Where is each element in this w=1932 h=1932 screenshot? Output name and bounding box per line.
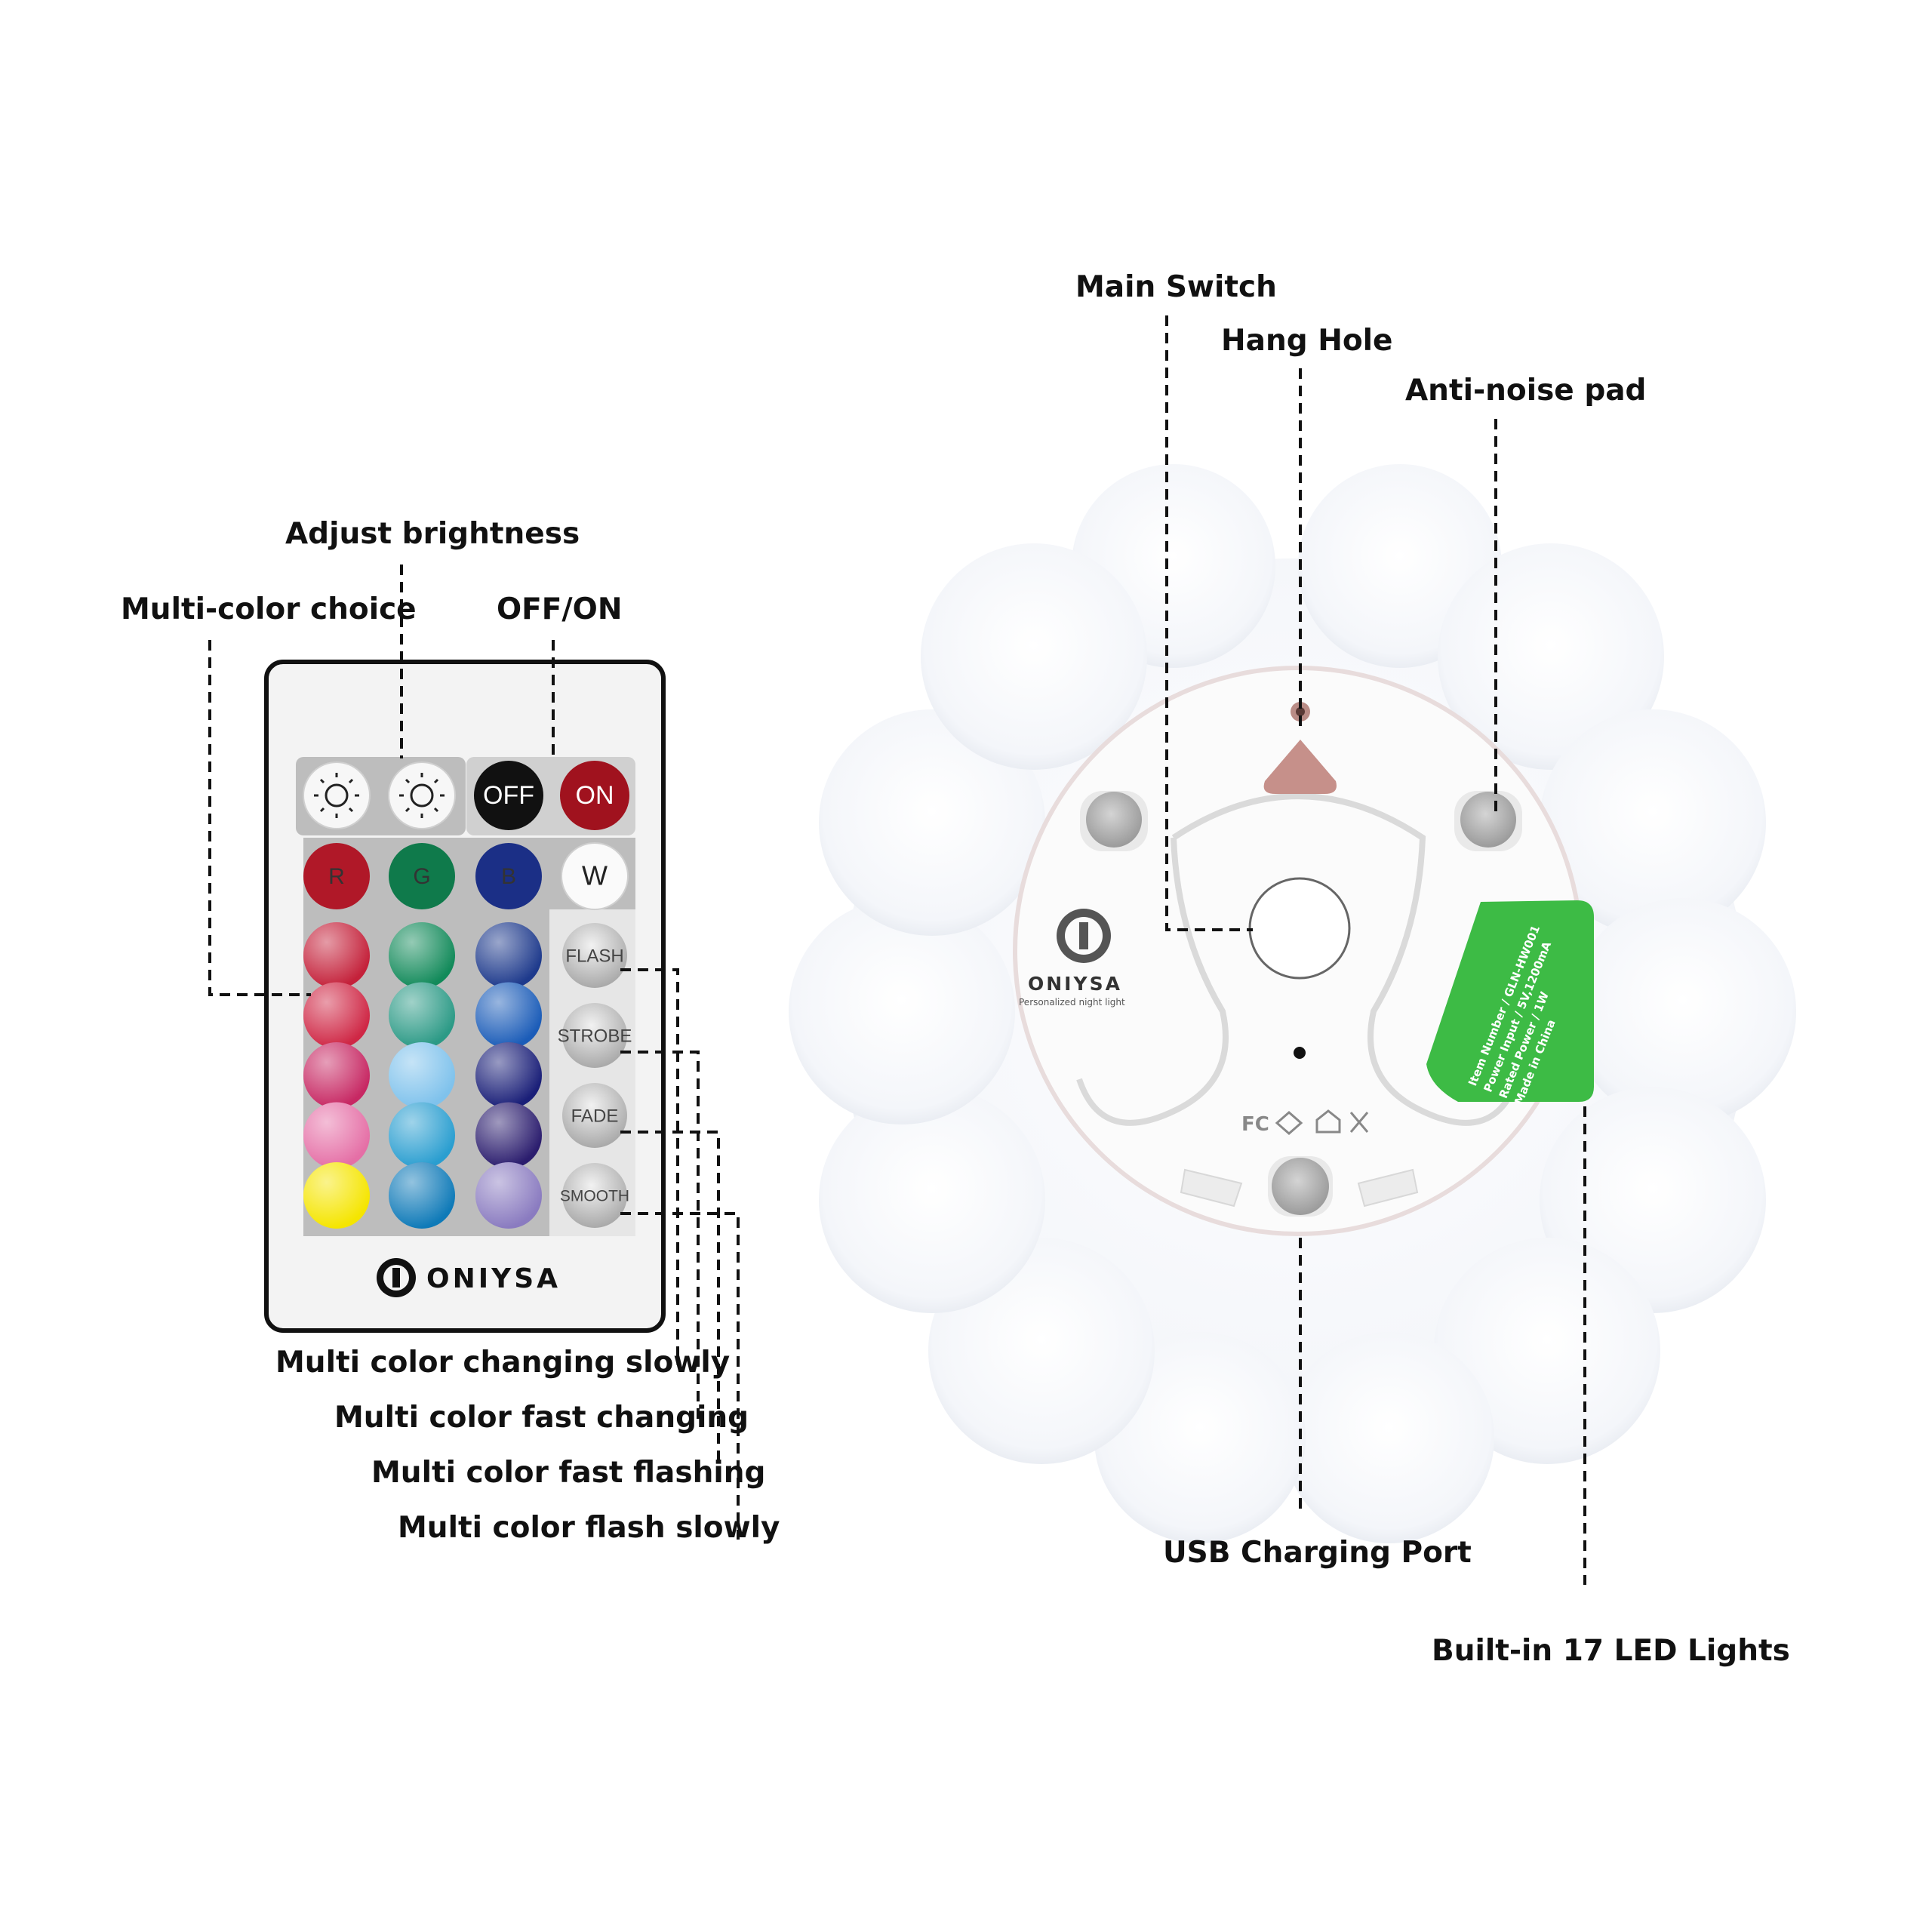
color-button-gloss [475, 1042, 542, 1109]
label-off-on: OFF/ON [497, 592, 622, 626]
svg-text:FC: FC [1241, 1113, 1269, 1136]
main-switch[interactable] [1248, 877, 1351, 980]
color-button-gloss [303, 1042, 370, 1109]
lamp-brand: ONIYSA [1028, 973, 1122, 995]
label-usb-port: USB Charging Port [1163, 1536, 1472, 1570]
on-button[interactable]: ON [560, 761, 629, 830]
green-button-label: G [413, 864, 430, 889]
lamp-leader-lines [1165, 315, 1586, 1585]
red-button-label: R [328, 864, 345, 889]
on-button-label: ON [576, 781, 614, 810]
hang-hole [1263, 702, 1337, 794]
color-button-gloss [389, 1102, 455, 1169]
color-button-gloss [389, 922, 455, 989]
remote-leader-lines [208, 565, 740, 1540]
color-button-gloss [303, 1162, 370, 1229]
smooth-button-label: SMOOTH [560, 1188, 629, 1205]
color-button-gloss [475, 922, 542, 989]
label-anti-noise-pad: Anti-noise pad [1405, 374, 1646, 408]
label-flash-slowly: Multi color flash slowly [398, 1511, 780, 1545]
lamp-logo-icon [1057, 909, 1111, 963]
fade-button-label: FADE [571, 1106, 619, 1126]
color-button-gloss [303, 1102, 370, 1169]
certification-marks: FC [1241, 1109, 1369, 1136]
strobe-button-label: STROBE [558, 1026, 632, 1046]
indicator-light [1294, 1047, 1306, 1059]
remote-logo-icon [377, 1258, 416, 1297]
label-hang-hole: Hang Hole [1221, 324, 1392, 358]
anti-noise-pad-right [1454, 791, 1522, 851]
sun-icon [399, 773, 445, 818]
anti-noise-pad-left [1080, 791, 1148, 851]
smooth-button[interactable]: SMOOTH [560, 1163, 629, 1228]
color-button-grid [303, 922, 542, 1229]
base-groove-left [1076, 837, 1229, 1126]
lamp-tagline: Personalized night light [1019, 997, 1125, 1008]
white-button-label: W [582, 860, 608, 891]
off-button-label: OFF [483, 781, 534, 810]
off-button[interactable]: OFF [474, 761, 543, 830]
flash-button[interactable]: FLASH [562, 923, 627, 988]
green-button[interactable]: G [389, 843, 455, 909]
blue-button-label: B [501, 864, 516, 889]
cloud-lamp: ONIYSA Personalized night light FC Item … [789, 464, 1796, 1543]
remote-control: OFF ON R G B W FLASH [264, 660, 666, 1333]
color-button-gloss [389, 1162, 455, 1229]
brightness-up-button[interactable] [388, 761, 456, 829]
usb-charging-port[interactable] [1268, 1156, 1333, 1217]
color-button-gloss [475, 982, 542, 1049]
color-button-gloss [303, 922, 370, 989]
red-button[interactable]: R [303, 843, 370, 909]
label-adjust-brightness: Adjust brightness [285, 517, 580, 551]
flash-button-label: FLASH [565, 946, 623, 966]
label-changing-slowly: Multi color changing slowly [275, 1346, 730, 1380]
vent-right [1357, 1168, 1419, 1208]
color-button-gloss [475, 1162, 542, 1229]
label-multi-color-choice: Multi-color choice [121, 592, 417, 626]
label-main-switch: Main Switch [1075, 270, 1277, 304]
spec-sticker: Item Number / GLN-HW001 Power Input / 5V… [1426, 900, 1594, 1106]
strobe-button[interactable]: STROBE [558, 1003, 632, 1068]
color-button-gloss [475, 1102, 542, 1169]
label-led-lights: Built-in 17 LED Lights [1432, 1634, 1790, 1668]
base-groove [1171, 793, 1520, 1126]
vent-left [1180, 1168, 1243, 1208]
white-button[interactable]: W [561, 842, 629, 910]
color-button-gloss [389, 982, 455, 1049]
color-button-gloss [303, 982, 370, 1049]
remote-brand: ONIYSA [426, 1263, 561, 1294]
brightness-down-button[interactable] [303, 761, 371, 829]
sun-icon [314, 773, 359, 818]
remote-main-panel [303, 838, 635, 1236]
label-fast-changing: Multi color fast changing [334, 1401, 749, 1435]
blue-button[interactable]: B [475, 843, 542, 909]
label-fast-flashing: Multi color fast flashing [371, 1456, 765, 1490]
fade-button[interactable]: FADE [562, 1083, 627, 1148]
color-button-gloss [389, 1042, 455, 1109]
